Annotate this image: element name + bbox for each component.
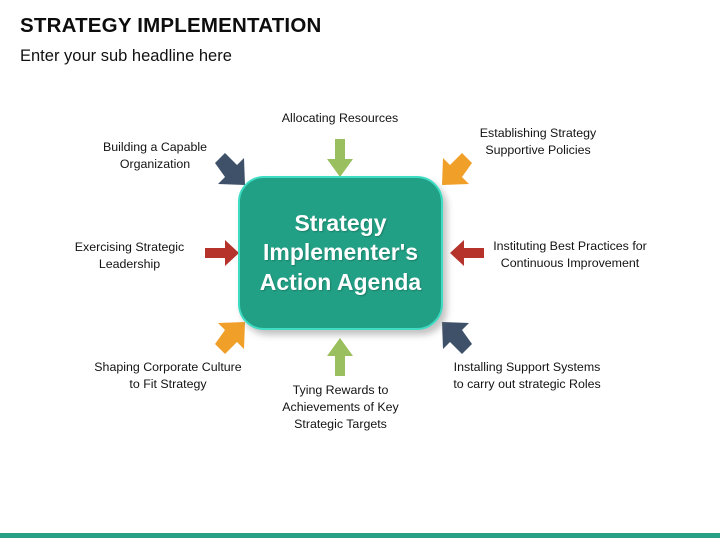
page-title: STRATEGY IMPLEMENTATION [20, 14, 322, 37]
arrow-left-instituting-best-practices [450, 240, 484, 266]
label-instituting-best-practices: Instituting Best Practices for Continuou… [493, 239, 647, 271]
center-node: Strategy Implementer's Action Agenda [238, 176, 443, 330]
label-tying-rewards: Tying Rewards to Achievements of Key Str… [282, 383, 399, 432]
arrow-down-left-establishing-strategy-supportive-policies [432, 152, 476, 194]
arrow-up-right-shaping-corporate-culture [211, 313, 255, 355]
center-node-label: Strategy Implementer's Action Agenda [259, 210, 422, 295]
label-building-capable-organization: Building a Capable Organization [102, 140, 208, 172]
label-installing-support-systems: Installing Support Systems to carry out … [453, 360, 601, 392]
label-allocating-resources: Allocating Resources [281, 111, 399, 125]
arrow-down-allocating-resources [327, 139, 353, 177]
page-subtitle: Enter your sub headline here [20, 47, 232, 65]
arrow-down-right-building-capable-organization [211, 152, 255, 194]
footer-accent-bar [0, 533, 720, 538]
label-shaping-corporate-culture: Shaping Corporate Culture to Fit Strateg… [94, 360, 242, 392]
arrow-right-exercising-strategic-leadership [205, 240, 239, 266]
arrow-up-left-installing-support-systems [432, 313, 476, 355]
label-establishing-strategy-supportive-policies: Establishing Strategy Supportive Policie… [479, 126, 597, 158]
label-exercising-strategic-leadership: Exercising Strategic Leadership [74, 240, 185, 272]
arrow-up-tying-rewards [327, 338, 353, 376]
